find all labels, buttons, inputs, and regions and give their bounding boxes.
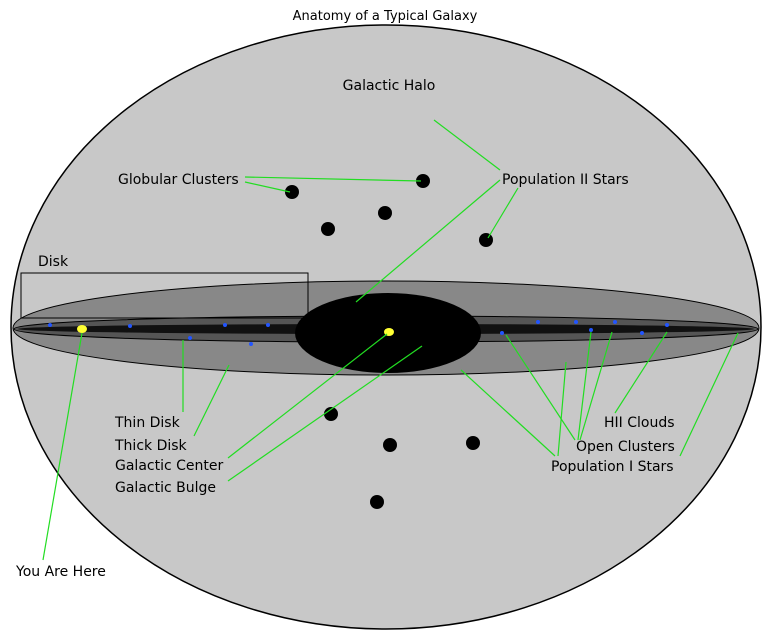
pointer-line <box>557 361 567 457</box>
pointer-line <box>42 332 83 561</box>
pointer-line <box>227 345 423 482</box>
pointer-lines <box>42 119 739 561</box>
open-cluster-dot <box>266 323 270 327</box>
open-cluster-dot <box>128 324 132 328</box>
globular-cluster <box>416 174 430 188</box>
label-galactic-bulge: Galactic Bulge <box>115 480 216 496</box>
open-cluster-dot <box>500 331 504 335</box>
globular-cluster <box>324 407 338 421</box>
sun-marker <box>77 325 87 333</box>
pointer-line <box>193 364 230 437</box>
open-cluster-dot <box>665 323 669 327</box>
open-cluster-dot <box>613 320 617 324</box>
label-disk: Disk <box>38 254 69 270</box>
pointer-line <box>355 179 501 303</box>
pointer-line <box>433 119 501 171</box>
pointer-line <box>505 334 576 441</box>
label-hii-clouds: HII Clouds <box>604 415 675 431</box>
open-cluster-dot <box>574 320 578 324</box>
label-thick-disk: Thick Disk <box>114 438 188 454</box>
label-you-are-here: You Are Here <box>15 564 106 580</box>
diagram-title: Anatomy of a Typical Galaxy <box>293 9 478 24</box>
globular-cluster <box>479 233 493 247</box>
globular-clusters <box>285 174 493 509</box>
open-cluster-dot <box>536 320 540 324</box>
label-globular-clusters: Globular Clusters <box>118 172 239 188</box>
globular-cluster <box>466 436 480 450</box>
open-cluster-dot <box>223 323 227 327</box>
pointer-line <box>460 369 556 457</box>
pointer-line <box>244 176 422 182</box>
open-cluster-dot <box>640 331 644 335</box>
open-cluster-dot <box>48 323 52 327</box>
open-cluster-dot <box>188 336 192 340</box>
open-cluster-dot <box>589 328 593 332</box>
open-cluster-dots <box>48 320 669 346</box>
disk-bracket <box>20 272 309 319</box>
label-galactic-halo: Galactic Halo <box>343 78 436 94</box>
pointer-line <box>577 331 592 441</box>
pointer-line <box>487 187 519 239</box>
label-population-ii-stars: Population II Stars <box>502 172 629 188</box>
label-galactic-center: Galactic Center <box>115 458 223 474</box>
label-population-i-stars: Population I Stars <box>551 459 674 475</box>
pointer-line <box>244 181 291 193</box>
pointer-line <box>227 333 388 459</box>
open-cluster-dot <box>249 342 253 346</box>
pointer-line <box>679 332 739 457</box>
globular-cluster <box>370 495 384 509</box>
label-open-clusters: Open Clusters <box>576 439 675 455</box>
pointer-line <box>614 331 668 414</box>
globular-cluster <box>383 438 397 452</box>
pointer-line <box>579 331 613 441</box>
label-thin-disk: Thin Disk <box>114 415 181 431</box>
globular-cluster <box>285 185 299 199</box>
globular-cluster <box>378 206 392 220</box>
globular-cluster <box>321 222 335 236</box>
